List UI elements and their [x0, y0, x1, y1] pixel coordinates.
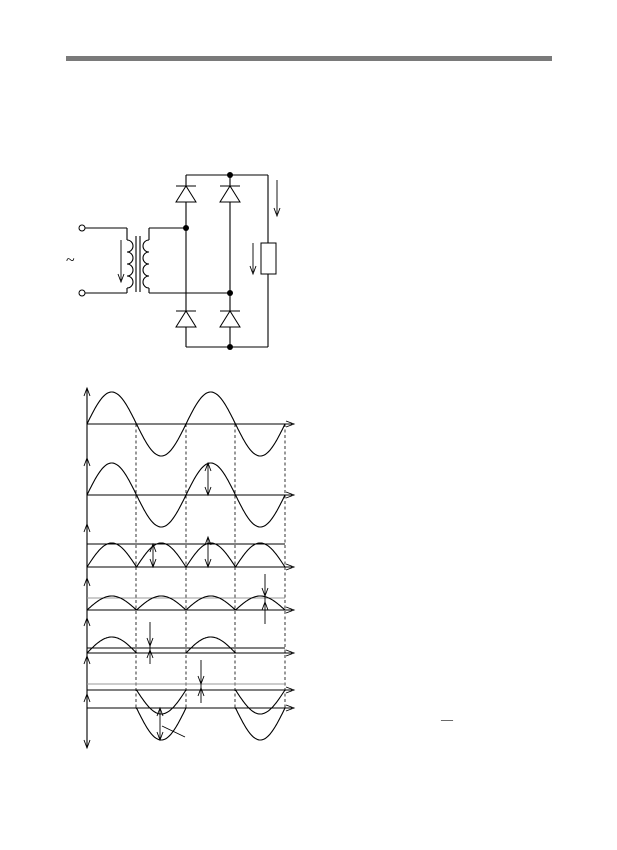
fraction-bar: —	[440, 712, 454, 726]
resistor-icon	[260, 242, 277, 275]
amplitude-marker	[204, 461, 212, 497]
offset-marker	[146, 622, 154, 664]
waveform-full-wave-rectified	[86, 542, 286, 568]
header-rule	[66, 56, 552, 61]
waveform-reverse-voltage	[87, 707, 286, 741]
waveform-half-wave	[86, 636, 285, 654]
waveform-rectified-with-offset	[86, 595, 286, 611]
time-axis-arrow	[285, 420, 296, 428]
offset-marker	[197, 660, 205, 703]
time-axis-arrow	[285, 563, 296, 571]
diode-icon	[175, 310, 197, 328]
amplitude-marker	[149, 542, 157, 569]
diode-icon	[219, 185, 241, 203]
waveform-half-wave-negative	[87, 689, 286, 715]
waveform-sine	[86, 462, 286, 528]
ac-source-symbol: ~	[66, 252, 75, 269]
waveform-sine	[86, 391, 286, 457]
time-axis-arrow	[285, 606, 296, 614]
ripple-marker	[261, 574, 269, 624]
time-axis-arrow	[285, 649, 296, 657]
amplitude-marker	[204, 535, 212, 569]
input-terminal-bottom	[78, 289, 86, 297]
time-axis-arrow	[285, 491, 296, 499]
time-axis-arrow	[285, 686, 296, 694]
reverse-voltage-marker	[156, 706, 186, 742]
diode-icon	[219, 310, 241, 328]
time-axis-arrow	[285, 704, 296, 712]
diode-icon	[175, 185, 197, 203]
bridge-rectifier-circuit: ~	[66, 172, 281, 350]
transformer-icon	[117, 227, 230, 294]
waveform-diagram: —	[83, 386, 454, 750]
input-terminal-top	[78, 224, 86, 232]
